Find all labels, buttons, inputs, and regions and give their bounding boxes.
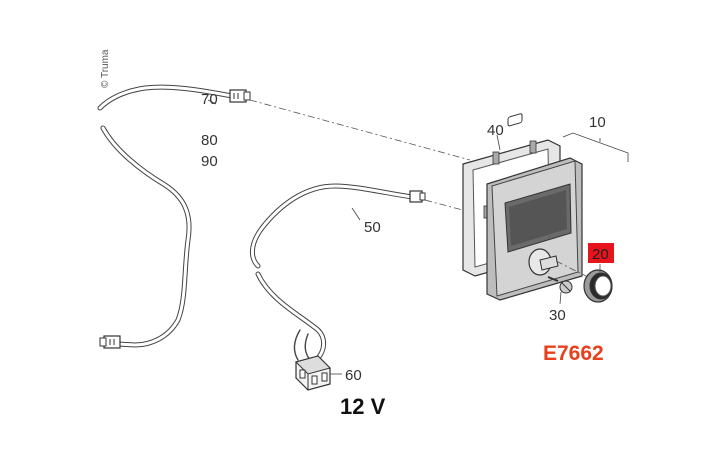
assembly-line-70 xyxy=(249,99,471,161)
callout-20: 20 xyxy=(592,246,609,263)
part-code: E7662 xyxy=(543,342,604,365)
callout-70: 70 xyxy=(201,91,218,108)
voltage-label: 12 V xyxy=(340,394,386,419)
leader-40 xyxy=(496,134,501,151)
connector-small xyxy=(409,190,426,203)
callout-10: 10 xyxy=(589,114,606,131)
bracket-10 xyxy=(562,132,629,162)
callout-50: 50 xyxy=(364,219,381,236)
watermark-text: © Truma xyxy=(100,49,111,88)
leader-30 xyxy=(559,291,562,305)
panel-button xyxy=(507,113,523,127)
callout-30: 30 xyxy=(549,307,566,324)
rotary-knob-20 xyxy=(583,269,613,303)
callout-90: 90 xyxy=(201,153,218,170)
leader-50 xyxy=(351,207,361,221)
screw-30 xyxy=(547,276,573,294)
cable-50 xyxy=(250,183,415,361)
connector-rj-bottom xyxy=(99,335,121,349)
callout-40: 40 xyxy=(487,122,504,139)
terminal-block-60 xyxy=(295,355,331,391)
connector-rj-top xyxy=(229,89,251,103)
shaft xyxy=(539,255,593,280)
callout-80: 80 xyxy=(201,132,218,149)
leader-70 xyxy=(207,99,217,105)
callout-60: 60 xyxy=(345,367,362,384)
callout-20-highlight xyxy=(588,243,614,263)
cable-70 xyxy=(97,84,235,348)
